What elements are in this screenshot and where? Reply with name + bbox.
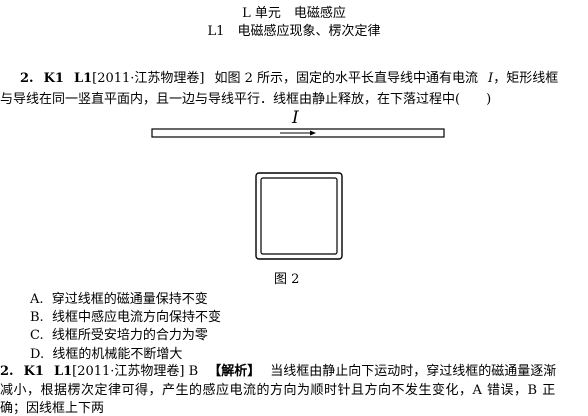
- frame-inner-edge: [260, 177, 338, 255]
- option-c: C. 线框所受安培力的合力为零: [30, 324, 208, 343]
- option-text: 线框的机械能不断增大: [52, 347, 183, 362]
- figure-caption: 图 2: [274, 272, 300, 287]
- question-stem-part1: 如图 2 所示，固定的水平长直导线中通有电流: [214, 71, 479, 86]
- question-line-2: 与导线在同一竖直平面内，且一边与导线平行．线框由静止释放，在下落过程中( ): [0, 92, 492, 107]
- question-stem-part2: ，矩形线框: [493, 71, 559, 86]
- figure-current-label: I: [291, 108, 299, 128]
- option-text: 线框中感应电流方向保持不变: [51, 310, 221, 325]
- wire-and-frame-figure: I: [151, 108, 445, 260]
- answer-tag-k1: K1: [23, 364, 44, 379]
- analysis-label: 【解析】: [208, 364, 261, 379]
- section-title: L1 电磁感应现象、楞次定律: [207, 24, 381, 39]
- option-letter: C.: [30, 328, 44, 343]
- question-number: 2.: [20, 71, 34, 86]
- answer-choice: B: [188, 364, 199, 379]
- answer-number: 2.: [0, 364, 14, 379]
- option-a: A. 穿过线框的磁通量保持不变: [30, 288, 208, 307]
- answer-tag-l1: L1: [53, 364, 73, 379]
- frame-outer-edge: [255, 172, 343, 260]
- question-source: [2011·江苏物理卷]: [92, 71, 205, 86]
- answer-line-1: 2. K1 L1[2011·江苏物理卷] B 【解析】当线框由静止向下运动时，穿过线框…: [0, 360, 556, 379]
- analysis-text-1: 当线框由静止向下运动时，穿过线框的磁通量逐渐: [270, 364, 557, 379]
- option-letter: A.: [30, 292, 44, 307]
- answer-line-2: 减小，根据楞次定律可得，产生的感应电流的方向为顺时针且方向不发生变化，A 错误，…: [0, 383, 556, 398]
- option-d: D. 线框的机械能不断增大: [30, 343, 182, 362]
- current-symbol: I: [488, 71, 494, 86]
- question-line-1: 2. K1 L1[2011·江苏物理卷] 如图 2 所示，固定的水平长直导线中通有电流…: [20, 67, 558, 86]
- current-arrow-icon: [310, 130, 316, 136]
- option-text: 线框所受安培力的合力为零: [51, 328, 208, 343]
- answer-line-3: 确；因线框上下两: [0, 401, 105, 416]
- question-tag-k1: K1: [43, 71, 64, 86]
- option-letter: B.: [30, 310, 44, 325]
- answer-source: [2011·江苏物理卷]: [72, 364, 185, 379]
- option-letter: D.: [30, 347, 45, 362]
- option-b: B. 线框中感应电流方向保持不变: [30, 306, 221, 325]
- question-tag-l1: L1: [73, 71, 93, 86]
- unit-title: L 单元 电磁感应: [242, 6, 346, 21]
- option-text: 穿过线框的磁通量保持不变: [51, 292, 208, 307]
